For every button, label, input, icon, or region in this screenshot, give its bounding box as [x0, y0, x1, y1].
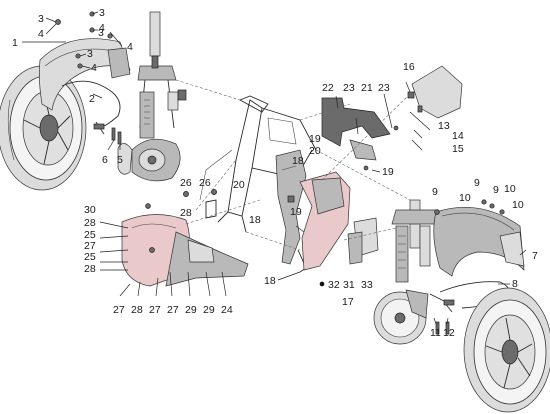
callout-29: 29 — [203, 304, 215, 316]
callout-11: 11 — [430, 327, 441, 339]
callout-19: 19 — [382, 166, 394, 178]
rear-housing — [121, 214, 249, 287]
callout-19: 19 — [309, 133, 321, 145]
callout-19: 19 — [290, 206, 302, 218]
callout-17: 17 — [342, 296, 354, 308]
callout-8: 8 — [512, 278, 518, 290]
fasteners-front — [434, 199, 505, 335]
callout-18: 18 — [292, 155, 304, 167]
callout-4: 4 — [127, 41, 133, 53]
callout-9: 9 — [493, 184, 499, 196]
rear-mudguard — [38, 38, 131, 111]
cover-panel-31 — [347, 217, 379, 265]
callout-10: 10 — [512, 199, 524, 211]
callout-23: 23 — [378, 82, 390, 94]
callout-6: 6 — [102, 154, 108, 166]
callout-18: 18 — [249, 214, 261, 226]
callout-3: 3 — [98, 27, 104, 39]
leader-lines — [22, 11, 527, 325]
callout-26: 26 — [180, 177, 192, 189]
left-fork-assembly — [117, 11, 187, 182]
callout-28: 28 — [84, 263, 96, 275]
callout-25: 25 — [84, 251, 96, 263]
callout-13: 13 — [438, 120, 450, 132]
callout-4: 4 — [91, 62, 97, 74]
front-mudguard — [433, 207, 525, 277]
callout-27: 27 — [149, 304, 161, 316]
callout-21: 21 — [361, 82, 373, 94]
fasteners-rear-guard — [55, 11, 122, 145]
callout-1: 1 — [12, 37, 18, 49]
callout-26: 26 — [199, 177, 211, 189]
right-fork-assembly — [373, 65, 463, 345]
callout-25: 25 — [84, 229, 96, 241]
callout-3: 3 — [87, 48, 93, 60]
callout-20: 20 — [233, 179, 245, 191]
upper-bracket — [321, 97, 399, 171]
callout-2: 2 — [89, 93, 95, 105]
callout-27: 27 — [167, 304, 179, 316]
centre-panel-20 — [299, 171, 351, 271]
callout-24: 24 — [221, 304, 233, 316]
callout-33: 33 — [361, 279, 373, 291]
callout-10: 10 — [459, 192, 471, 204]
callout-20: 20 — [309, 145, 321, 157]
callout-28: 28 — [84, 217, 96, 229]
callout-27: 27 — [84, 240, 96, 252]
callout-28: 28 — [131, 304, 143, 316]
callout-7: 7 — [532, 250, 538, 262]
callout-10: 10 — [504, 183, 516, 195]
callout-32: 32 — [328, 279, 340, 291]
callout-28: 28 — [180, 207, 192, 219]
callout-4: 4 — [99, 22, 105, 34]
callout-dot — [320, 282, 324, 286]
callout-4: 4 — [38, 28, 44, 40]
callout-3: 3 — [99, 7, 105, 19]
callout-labels: 3 4 1 3 4 3 4 3 4 2 6 5 16 22 23 21 23 1… — [12, 7, 538, 339]
callout-9: 9 — [432, 186, 438, 198]
front-wheel — [463, 287, 550, 413]
callout-31: 31 — [343, 279, 355, 291]
callout-30: 30 — [84, 204, 96, 216]
callout-16: 16 — [403, 61, 415, 73]
callout-27: 27 — [113, 304, 125, 316]
callout-22: 22 — [322, 82, 334, 94]
callout-29: 29 — [185, 304, 197, 316]
callout-5: 5 — [117, 154, 123, 166]
callout-9: 9 — [474, 177, 480, 189]
callout-12: 12 — [443, 327, 455, 339]
callout-23: 23 — [343, 82, 355, 94]
callout-18: 18 — [264, 275, 276, 287]
brake-pipe — [61, 80, 121, 135]
callout-15: 15 — [452, 143, 464, 155]
assembly-lines — [175, 79, 413, 251]
callout-14: 14 — [452, 130, 464, 142]
callout-3: 3 — [38, 13, 44, 25]
